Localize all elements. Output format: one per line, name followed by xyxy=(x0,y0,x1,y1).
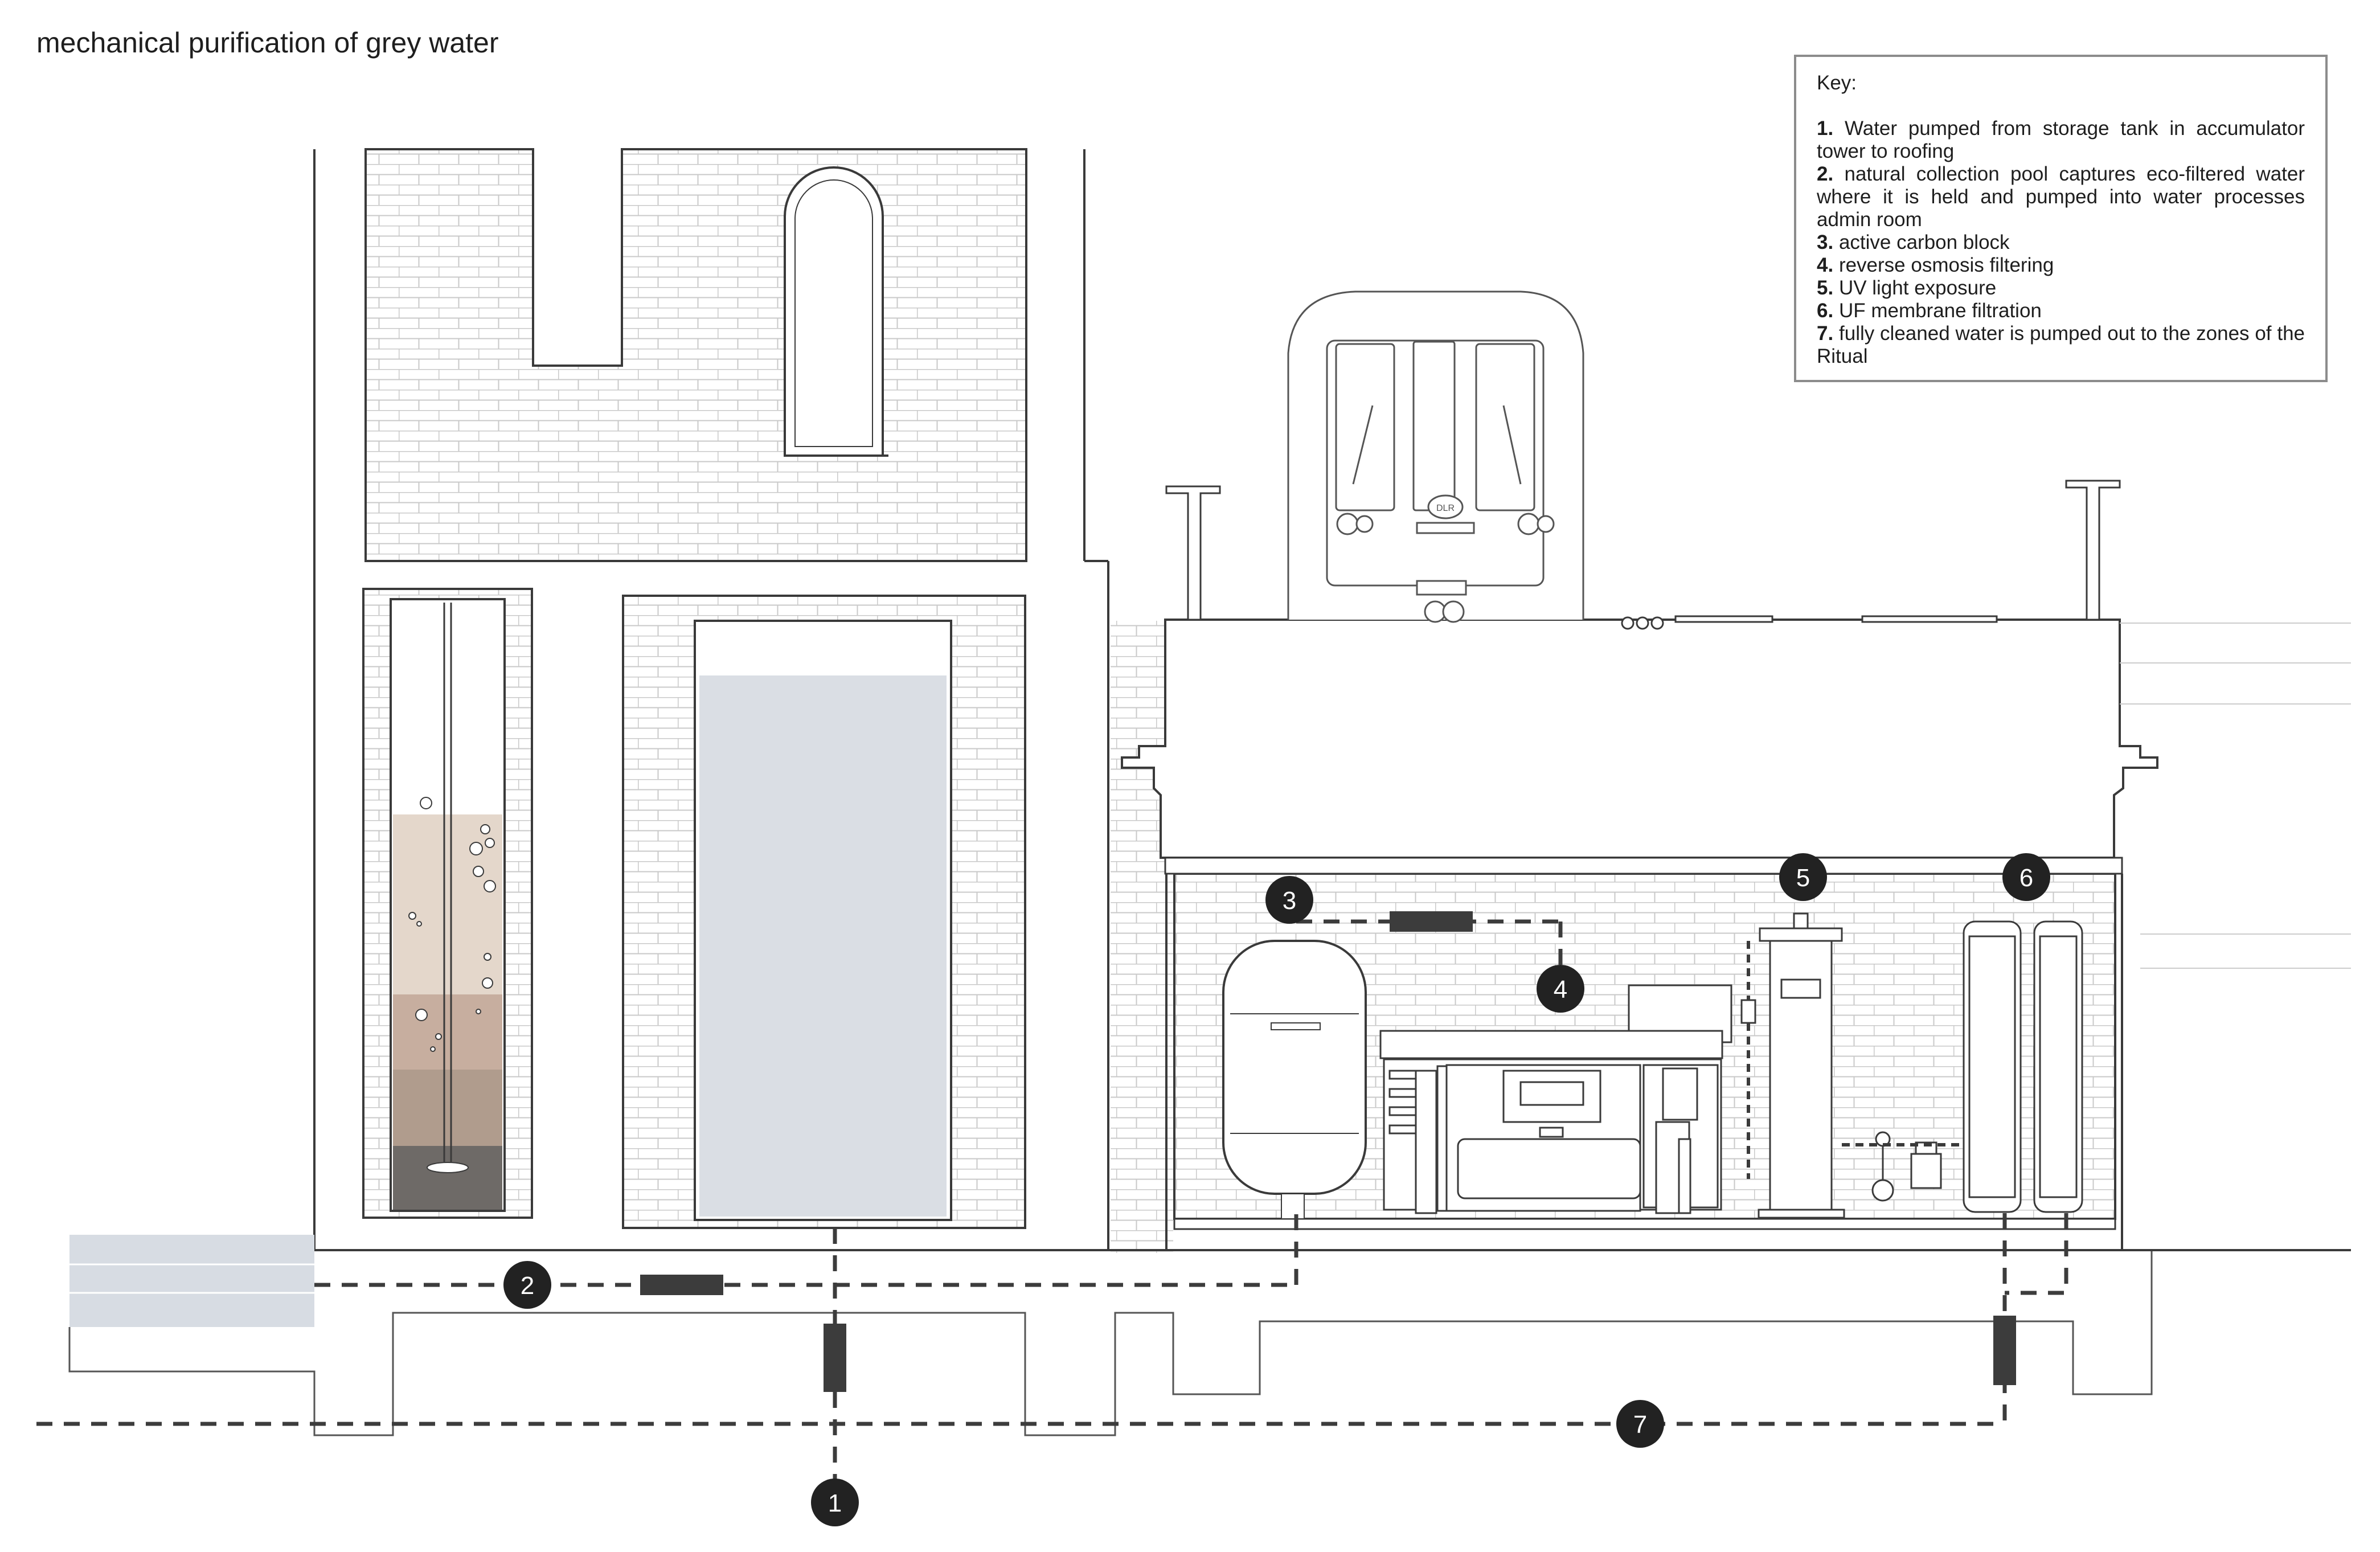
marker-1: 1 xyxy=(811,1479,859,1526)
svg-text:1: 1 xyxy=(828,1489,842,1517)
pump-3 xyxy=(1390,911,1473,932)
accumulator-tower xyxy=(313,148,1109,1250)
storage-tank xyxy=(622,595,1026,1229)
pump-7 xyxy=(1993,1316,2016,1385)
key-item-3: 3. active carbon block xyxy=(1817,231,2010,253)
key-item-2: 2. natural collection pool captures eco-… xyxy=(1817,163,2305,231)
carbon-block-vessel xyxy=(1222,940,1367,1219)
dlr-train: DLR xyxy=(1287,290,1584,623)
arched-window xyxy=(784,166,884,457)
svg-text:4: 4 xyxy=(1554,976,1567,1004)
pump-2 xyxy=(640,1275,723,1295)
svg-text:3: 3 xyxy=(1283,887,1296,915)
key-title: Key: xyxy=(1817,72,1857,94)
pump-1 xyxy=(824,1324,846,1392)
key-item-6: 6. UF membrane filtration xyxy=(1817,300,2042,322)
marker-7: 7 xyxy=(1616,1400,1664,1448)
key-legend: Key: 1. Water pumped from storage tank i… xyxy=(1794,55,2328,382)
marker-6: 6 xyxy=(2002,853,2050,901)
uv-lamp-unit xyxy=(1740,912,1845,1219)
svg-text:5: 5 xyxy=(1796,864,1810,892)
marker-3: 3 xyxy=(1265,876,1313,924)
marker-4: 4 xyxy=(1537,965,1584,1013)
uf-membrane-unit xyxy=(1842,920,2083,1213)
page-title: mechanical purification of grey water xyxy=(36,27,499,59)
sediment-filter-column xyxy=(362,588,533,1219)
key-item-1: 1. Water pumped from storage tank in acc… xyxy=(1817,117,2305,162)
marker-5: 5 xyxy=(1779,853,1827,901)
pumps xyxy=(640,911,2016,1392)
key-item-5: 5. UV light exposure xyxy=(1817,277,1997,299)
svg-text:6: 6 xyxy=(2019,864,2033,892)
key-item-4: 4. reverse osmosis filtering xyxy=(1817,254,2054,276)
pipe-network xyxy=(36,919,2068,1498)
reverse-osmosis-unit xyxy=(1379,984,1732,1214)
pipe-6-return xyxy=(2005,1213,2068,1295)
key-item-7: 7. fully cleaned water is pumped out to … xyxy=(1817,322,2305,367)
svg-text:2: 2 xyxy=(521,1272,534,1300)
marker-2: 2 xyxy=(503,1261,551,1309)
collection-pool xyxy=(69,1235,314,1327)
svg-text:7: 7 xyxy=(1633,1411,1647,1439)
svg-text:DLR: DLR xyxy=(1436,503,1455,513)
